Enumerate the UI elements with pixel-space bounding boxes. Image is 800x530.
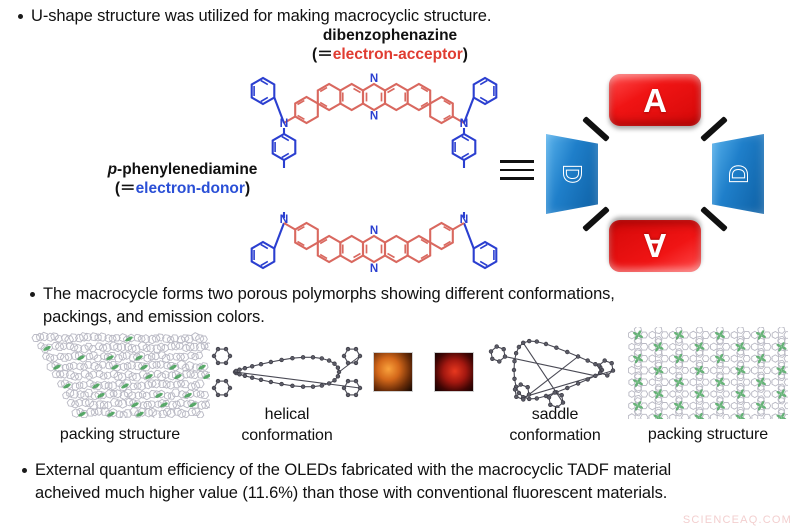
bullet-item-1: U-shape structure was utilized for makin… [18,5,491,28]
bullet-dot-icon-3 [22,468,27,473]
donor-paren-open: (＝ [114,180,136,197]
acceptor-top-n-label-upper: N [370,73,378,85]
acceptor-unit-top [283,82,465,125]
acceptor-name: dibenzophenazine [322,27,458,44]
macrocycle-schematic: A A D D [540,68,770,288]
panel-packing-structure-right [628,327,788,419]
photo-red-emission [434,352,474,392]
saddle-molecule [488,338,616,408]
donor-role: electron-donor [135,180,245,197]
schematic-donor-left: D [546,134,598,214]
lattice-rings-right [628,327,788,419]
photo-orange-emission [373,352,413,392]
bullet-text-2: The macrocycle forms two porous polymorp… [43,285,615,326]
donor-n-bottom-left: N [280,212,289,226]
bullet-dot-icon [18,14,23,19]
panel-label-helical: helical conformation [212,404,362,446]
panel-label-helical-line1: helical [264,406,310,423]
lattice-green-accents-left [43,336,210,417]
acceptor-caption: dibenzophenazine (＝electron-acceptor) [280,26,500,64]
equivalence-icon [500,160,534,186]
donor-name-rest: -phenylenediamine [117,161,258,178]
bullet-dot-icon-2 [30,292,35,297]
donor-amine-bottom-left [250,212,286,270]
schematic-acceptor-top-glyph: A [643,81,667,119]
acceptor-unit-bottom [283,221,465,264]
bond-top-right [700,116,728,142]
schematic-donor-right-glyph: D [723,164,754,184]
lattice-rings-left [31,331,210,418]
panel-packing-structure-left [31,331,210,418]
panel-saddle-conformation [488,338,616,408]
bond-top-left [582,116,610,142]
schematic-acceptor-bottom-glyph: A [643,227,667,265]
schematic-donor-right: D [712,134,764,214]
donor-n-top-right: N [460,116,469,130]
bullet-item-2: The macrocycle forms two porous polymorp… [30,283,670,329]
schematic-donor-left-glyph: D [557,164,588,184]
schematic-acceptor-top: A [609,74,701,126]
donor-amine-top-right [451,76,498,168]
panel-label-saddle: saddle conformation [490,404,620,446]
watermark: SCIENCEAQ.COM [682,514,792,526]
panel-label-packing-left-text: packing structure [59,426,181,443]
acceptor-role: electron-acceptor [332,46,463,63]
panel-helical-conformation [211,346,363,398]
acceptor-top-n-label-lower: N [370,111,378,123]
lattice-green-accents-right [633,330,787,419]
acceptor-paren-open: (＝ [312,46,333,63]
donor-n-bottom-right: N [460,212,469,226]
bullet-text-3: External quantum efficiency of the OLEDs… [35,461,672,502]
panel-label-packing-right-text: packing structure [647,426,769,443]
bullet-item-3: External quantum efficiency of the OLEDs… [22,459,722,505]
donor-name-italic: p [107,161,118,178]
bullet-text-1: U-shape structure was utilized for makin… [31,7,492,25]
acceptor-bottom-n-label-upper: N [370,225,378,237]
donor-paren-close: ) [244,180,251,197]
panel-label-packing-left: packing structure [10,424,230,445]
acceptor-paren-close: ) [462,46,468,63]
schematic-acceptor-bottom: A [609,220,701,272]
bond-bottom-right [700,206,728,232]
helical-molecule [211,346,363,398]
macrocycle-chemical-structure: N N N [250,73,498,275]
panel-label-saddle-line2: conformation [509,427,601,444]
panel-label-saddle-line1: saddle [531,406,579,423]
donor-name: p-phenylenediamine [75,160,290,179]
donor-amine-top-left [250,76,297,168]
donor-n-top-left: N [280,116,289,130]
donor-caption: p-phenylenediamine (＝electron-donor) [75,160,290,198]
panel-label-helical-line2: conformation [241,427,333,444]
acceptor-role-line: (＝electron-acceptor) [280,45,500,64]
bond-bottom-left [582,206,610,232]
acceptor-bottom-n-label-lower: N [370,263,378,275]
donor-role-line: (＝electron-donor) [75,179,290,198]
panel-label-packing-right: packing structure [618,424,798,445]
donor-amine-bottom-right [462,212,498,270]
